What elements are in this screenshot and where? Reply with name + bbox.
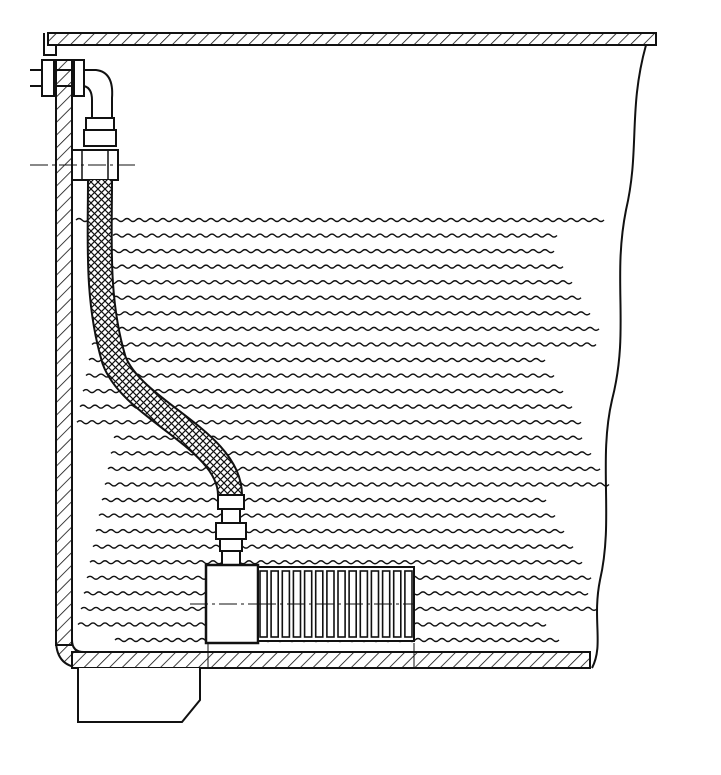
flexible-hose	[86, 179, 243, 497]
liquid-wave-line	[107, 466, 601, 472]
liquid-wave-line	[75, 217, 605, 223]
liquid-wave-line	[109, 248, 555, 254]
liquid-wave-line	[103, 280, 573, 285]
liquid-wave-line	[91, 342, 597, 347]
liquid-wave-line	[106, 264, 564, 269]
liquid-wave-line	[85, 373, 555, 378]
liquid-wave-line	[94, 326, 600, 332]
liquid-wave-line	[110, 451, 592, 456]
liquid-wave-line	[82, 388, 564, 394]
liquid-wave-line	[112, 233, 558, 238]
liquid-wave-line	[104, 482, 610, 487]
break-line	[591, 44, 647, 669]
liquid-wave-line	[95, 528, 565, 534]
liquid-wave-line	[89, 560, 583, 565]
pump-body	[190, 563, 272, 645]
lower-connector	[215, 494, 247, 566]
tank-lid	[43, 32, 657, 56]
liquid-wave-line	[98, 513, 556, 518]
heat-exchanger-fins	[257, 566, 415, 642]
liquid-wave-line	[92, 544, 574, 549]
liquid-wave-line	[88, 357, 546, 363]
inlet-pipe	[30, 59, 114, 119]
liquid-wave-line	[101, 497, 547, 503]
liquid-wave-line	[100, 295, 582, 300]
support-foot	[77, 668, 201, 723]
liquid-wave-line	[97, 311, 591, 316]
tank-wall	[55, 59, 591, 669]
hose-connector	[30, 117, 135, 181]
